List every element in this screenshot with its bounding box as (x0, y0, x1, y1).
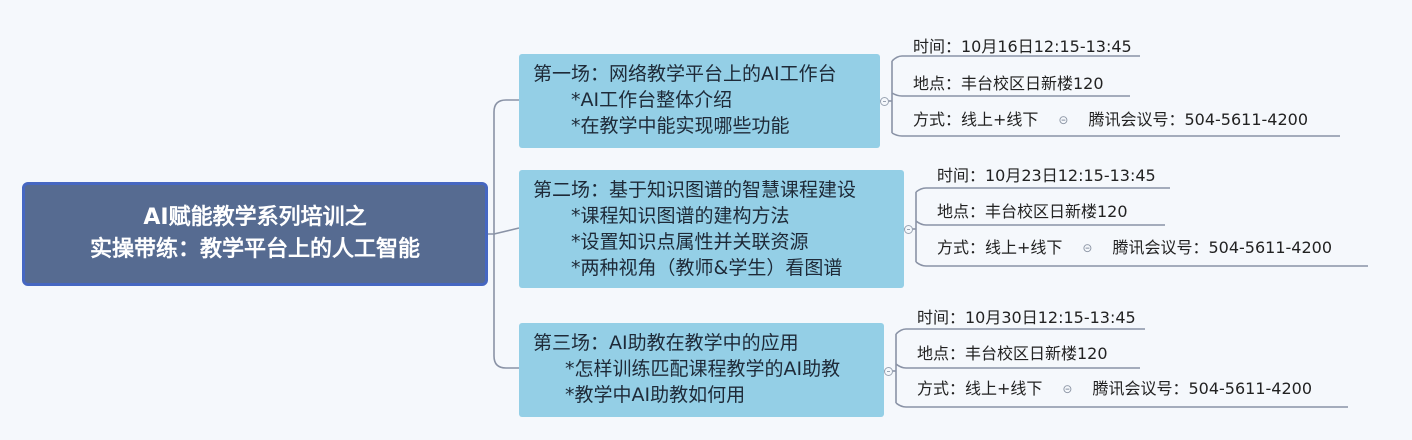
session-2-collapse-mini-icon[interactable]: ⊝ (1082, 241, 1093, 255)
session-1-collapse-mini-icon[interactable]: ⊝ (1058, 113, 1069, 127)
connector-s3-branches (895, 328, 1348, 408)
connector-central-session-3 (493, 234, 519, 369)
central-topic-line2: 实操带练：教学平台上的人工智能 (89, 237, 420, 262)
session-1-title: 第一场：网络教学平台上的AI工作台 (533, 63, 837, 85)
session-2-collapse-icon[interactable] (904, 225, 913, 234)
session-3-time: 时间：10月30日12:15-13:45 (917, 308, 1136, 327)
session-2-time: 时间：10月23日12:15-13:45 (937, 166, 1156, 185)
session-2-title: 第二场：基于知识图谱的智慧课程建设 (533, 179, 857, 201)
session-3-collapse-mini-icon[interactable]: ⊝ (1062, 382, 1073, 396)
session-1-node[interactable]: 第一场：网络教学平台上的AI工作台 *AI工作台整体介绍 *在教学中能实现哪些功… (519, 54, 880, 148)
session-3-collapse-icon[interactable] (884, 367, 893, 376)
session-2-mode-row: 方式：线上+线下 ⊝ 腾讯会议号：504-5611-4200 (937, 238, 1332, 258)
connector-central-session-1 (488, 99, 519, 235)
session-3-meeting: 腾讯会议号：504-5611-4200 (1092, 379, 1313, 398)
central-topic-line1: AI赋能教学系列培训之 (143, 205, 367, 230)
central-topic[interactable]: AI赋能教学系列培训之 实操带练：教学平台上的人工智能 (22, 182, 488, 286)
connector-s1-branches (891, 55, 1340, 137)
session-3-mode-row: 方式：线上+线下 ⊝ 腾讯会议号：504-5611-4200 (917, 379, 1312, 399)
session-2-item-3: *两种视角（教师&学生）看图谱 (571, 257, 843, 279)
session-1-meeting: 腾讯会议号：504-5611-4200 (1088, 110, 1309, 129)
session-1-place: 地点：丰台校区日新楼120 (913, 74, 1104, 93)
session-3-item-1: *怎样训练匹配课程教学的AI助教 (565, 358, 841, 380)
session-2-node[interactable]: 第二场：基于知识图谱的智慧课程建设 *课程知识图谱的建构方法 *设置知识点属性并… (519, 170, 904, 288)
session-3-place: 地点：丰台校区日新楼120 (917, 344, 1108, 363)
session-2-mode: 方式：线上+线下 (937, 238, 1063, 257)
session-2-item-1: *课程知识图谱的建构方法 (571, 205, 790, 227)
session-1-collapse-icon[interactable] (880, 97, 889, 106)
session-2-item-2: *设置知识点属性并关联资源 (571, 231, 809, 253)
session-1-time: 时间：10月16日12:15-13:45 (913, 37, 1132, 56)
connector-central-session-2 (493, 227, 520, 235)
session-1-mode-row: 方式：线上+线下 ⊝ 腾讯会议号：504-5611-4200 (913, 110, 1308, 130)
session-1-item-1: *AI工作台整体介绍 (571, 89, 733, 111)
session-2-place: 地点：丰台校区日新楼120 (937, 202, 1128, 221)
session-2-meeting: 腾讯会议号：504-5611-4200 (1112, 238, 1333, 257)
session-1-item-2: *在教学中能实现哪些功能 (571, 115, 790, 137)
session-1-mode: 方式：线上+线下 (913, 110, 1039, 129)
connector-s2-branches (915, 187, 1368, 267)
session-3-node[interactable]: 第三场：AI助教在教学中的应用 *怎样训练匹配课程教学的AI助教 *教学中AI助… (519, 323, 884, 417)
session-3-title: 第三场：AI助教在教学中的应用 (533, 332, 799, 354)
session-3-mode: 方式：线上+线下 (917, 379, 1043, 398)
session-3-item-2: *教学中AI助教如何用 (565, 384, 746, 406)
